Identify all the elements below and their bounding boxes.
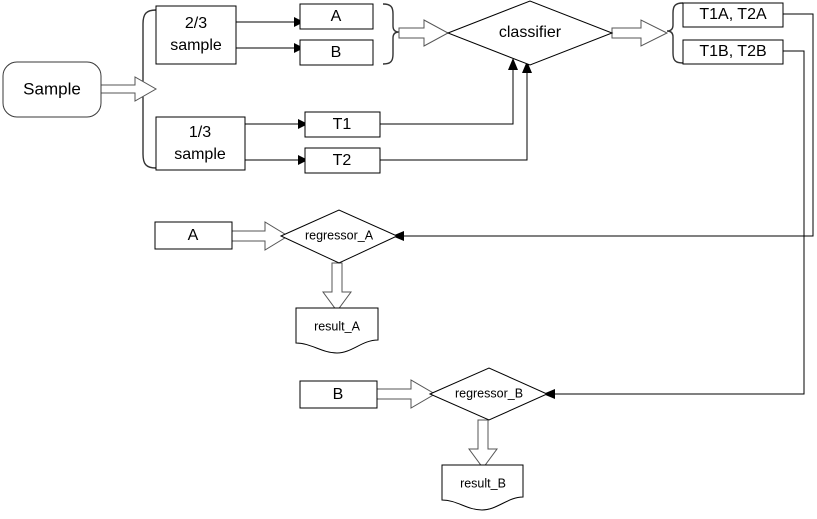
edge-two-thirds-to-a: [236, 17, 304, 27]
node-regressor-b[interactable]: regressor_B: [428, 367, 549, 421]
node-classifier[interactable]: classifier: [446, 0, 614, 66]
edge-t1-to-classifier: [380, 58, 518, 125]
edge-one-third-to-t2: [245, 155, 308, 165]
edge-t1b-t2b-to-regressor-b: [543, 50, 805, 399]
node-result-a-label: result_A: [314, 319, 361, 333]
edge-t2-to-classifier: [380, 61, 532, 161]
block-arrow-ab-to-classifier: [398, 19, 450, 47]
node-box-a-top[interactable]: A: [299, 3, 374, 30]
block-arrow-classifier-to-out: [611, 19, 669, 47]
edge-one-third-to-t1: [245, 119, 308, 129]
node-box-a-mid[interactable]: A: [154, 221, 233, 250]
node-box-t1a-t2a-label: T1A, T2A: [699, 6, 767, 23]
node-regressor-a[interactable]: regressor_A: [279, 209, 399, 264]
node-box-b-top-label: B: [331, 44, 342, 61]
edge-two-thirds-to-b: [236, 43, 304, 53]
node-box-b-top[interactable]: B: [299, 39, 374, 66]
classifier-out-brace: [666, 2, 684, 64]
node-split-one-third[interactable]: 1/3 sample: [155, 116, 246, 171]
node-split-two-thirds-line1: 2/3: [185, 15, 207, 32]
block-arrow-regressor-a-to-result-a: [322, 262, 352, 312]
node-sample-label: Sample: [23, 79, 81, 98]
node-split-two-thirds[interactable]: 2/3 sample: [155, 5, 237, 65]
node-regressor-a-label: regressor_A: [305, 228, 374, 242]
node-regressor-b-label: regressor_B: [455, 386, 523, 400]
node-box-b-bottom-label: B: [333, 386, 344, 403]
node-split-one-third-line1: 1/3: [189, 124, 211, 141]
block-arrow-sample-to-split: [100, 76, 158, 102]
node-box-a-top-label: A: [331, 8, 342, 25]
node-classifier-label: classifier: [499, 24, 562, 41]
node-result-b-label: result_B: [460, 476, 506, 490]
node-result-a[interactable]: result_A: [295, 307, 379, 354]
node-box-t1-label: T1: [333, 116, 352, 133]
node-box-t1b-t2b-label: T1B, T2B: [699, 43, 766, 60]
node-box-b-bottom[interactable]: B: [299, 380, 378, 409]
node-split-one-third-line2: sample: [174, 146, 226, 163]
block-arrow-a-to-regressor-a: [231, 221, 289, 251]
node-box-t1b-t2b[interactable]: T1B, T2B: [682, 39, 784, 65]
node-sample[interactable]: Sample: [2, 61, 102, 118]
block-arrow-b-to-regressor-b: [376, 379, 436, 409]
node-box-t1a-t2a[interactable]: T1A, T2A: [682, 2, 784, 28]
node-split-two-thirds-line2: sample: [170, 37, 222, 54]
ab-join-brace: [382, 3, 400, 65]
node-box-a-mid-label: A: [188, 227, 199, 244]
node-box-t2[interactable]: T2: [304, 147, 381, 174]
node-result-b[interactable]: result_B: [441, 464, 524, 511]
node-box-t2-label: T2: [333, 152, 352, 169]
node-box-t1[interactable]: T1: [304, 111, 381, 138]
block-arrow-regressor-b-to-result-b: [468, 419, 498, 469]
